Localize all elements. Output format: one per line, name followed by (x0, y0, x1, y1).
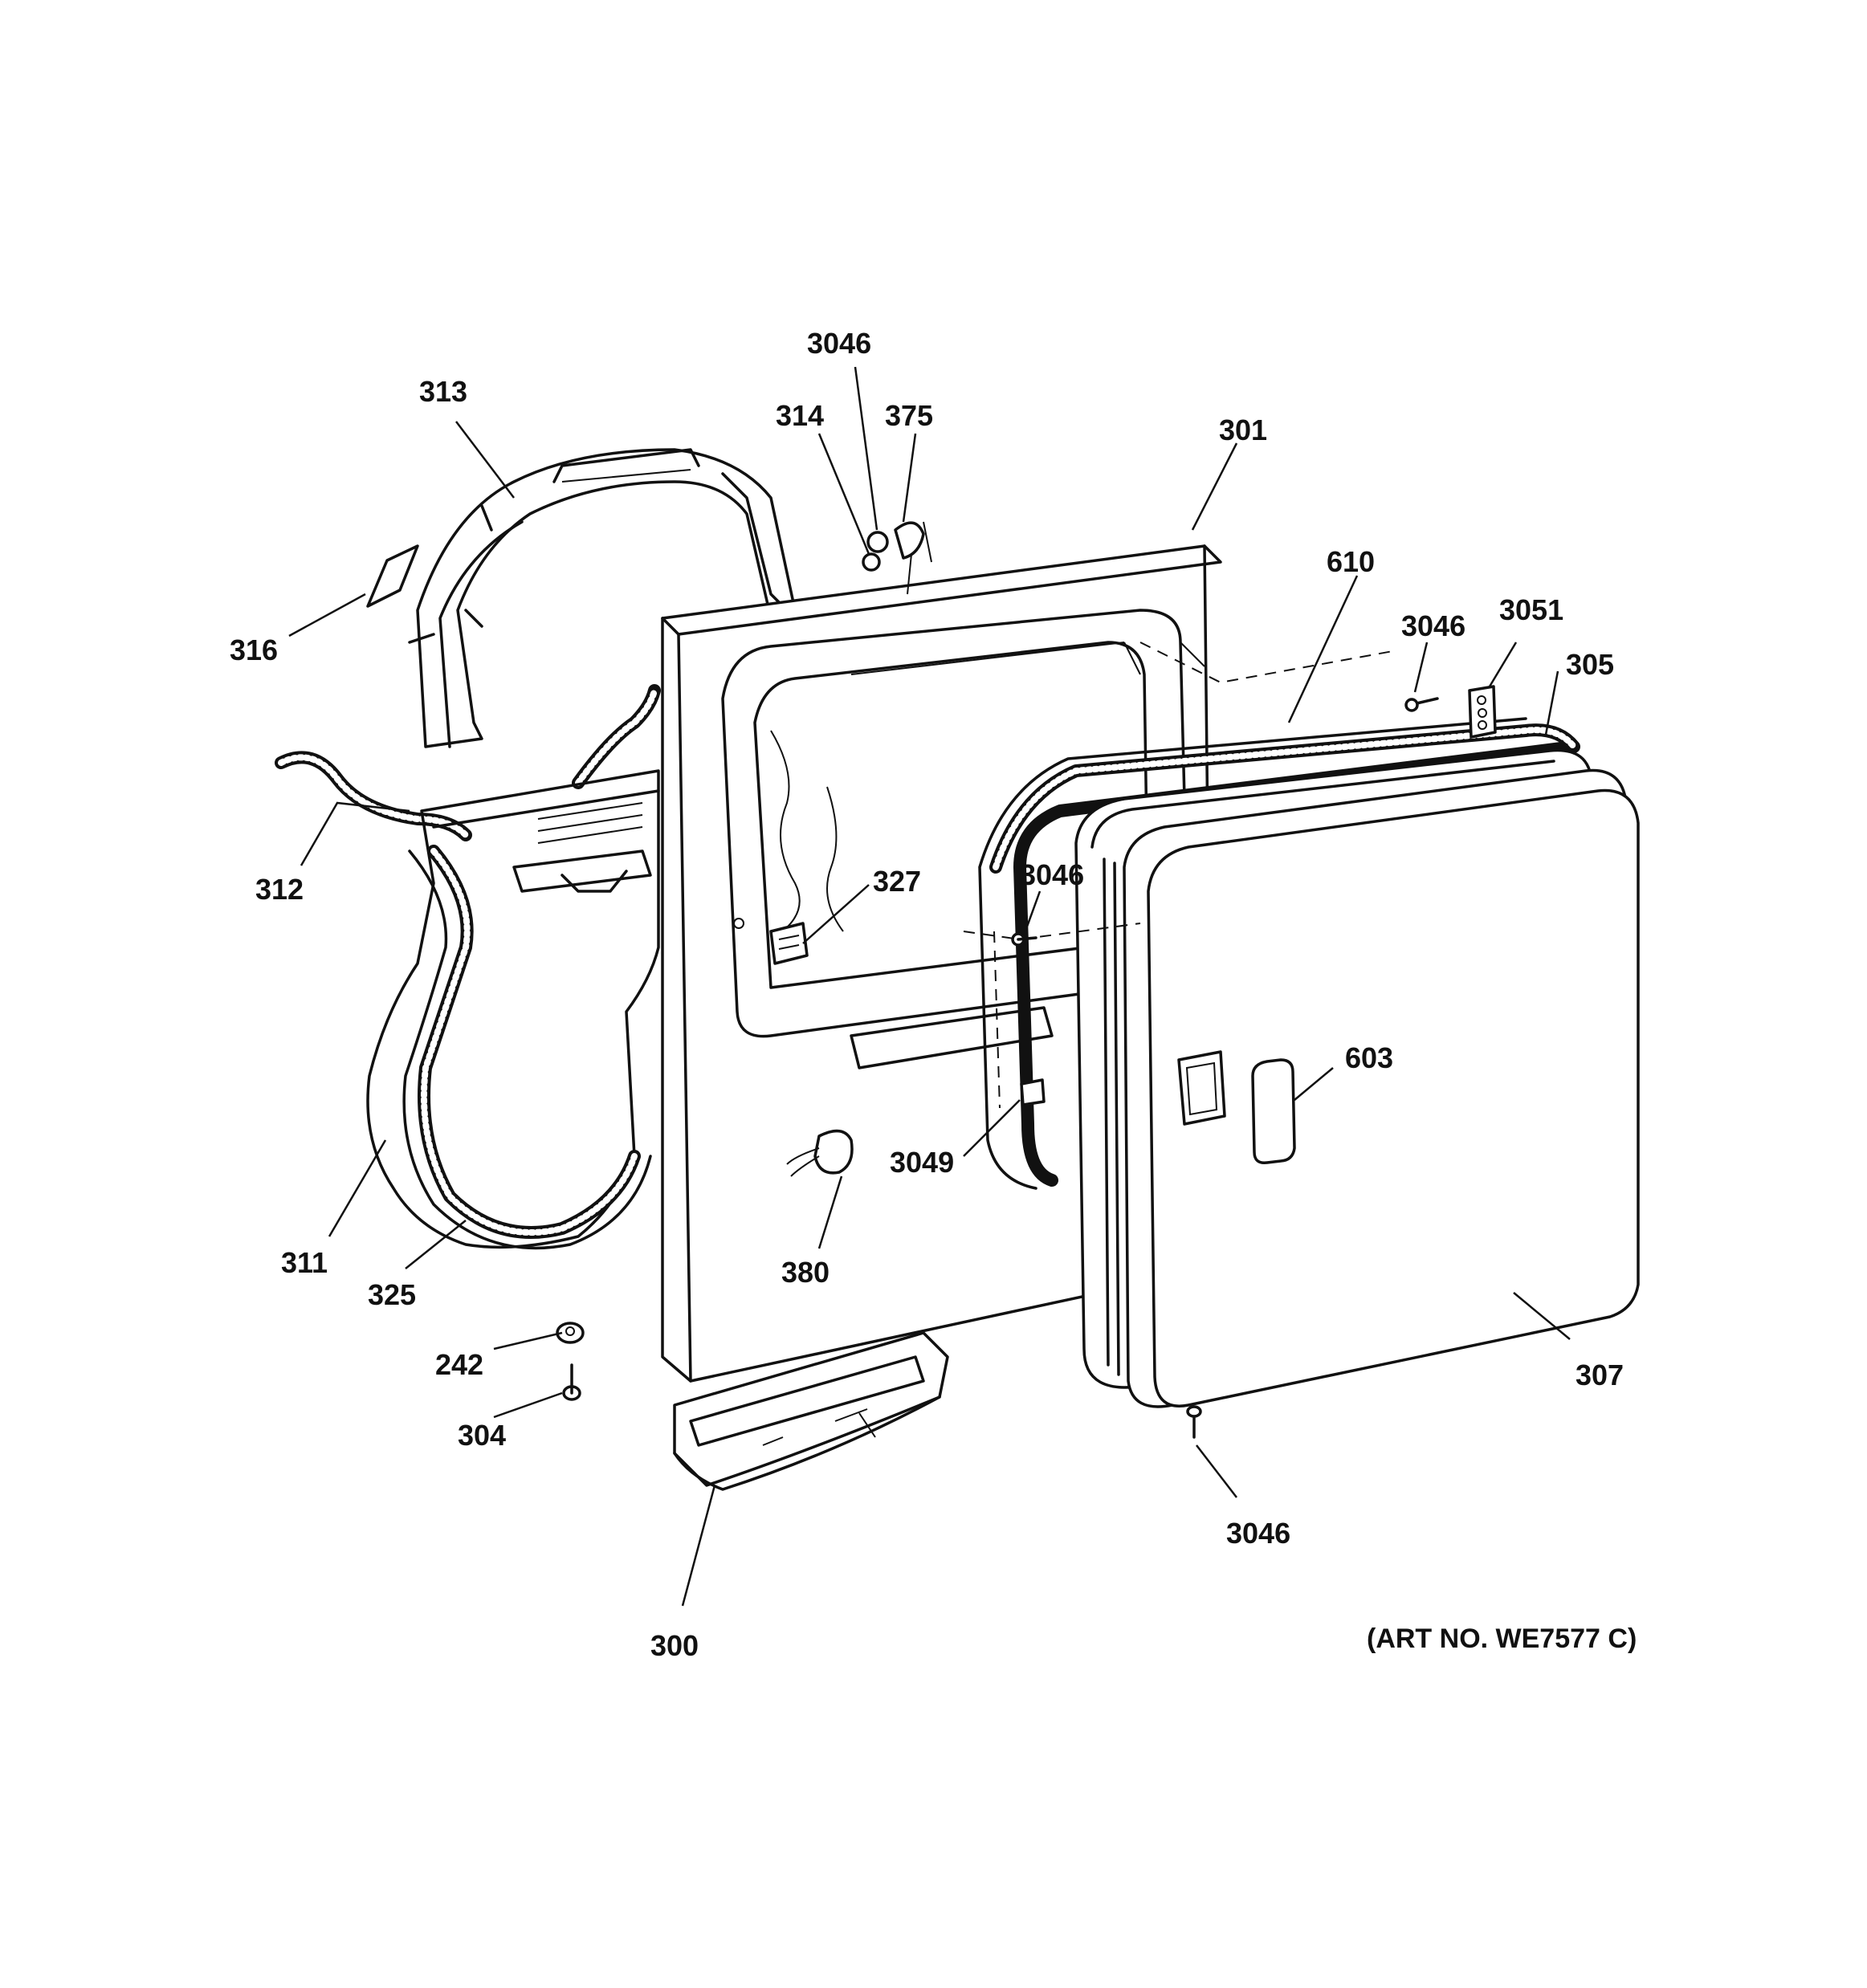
door-assembly-305-307 (1074, 748, 1640, 1408)
hinge-3051 (1468, 685, 1497, 739)
label-307: 307 (1576, 1359, 1624, 1391)
pad-316 (366, 544, 419, 608)
label-313: 313 (419, 375, 467, 408)
duct-housing-311 (366, 769, 660, 1249)
label-3051: 3051 (1499, 593, 1563, 626)
handle-603 (1251, 1058, 1296, 1164)
screw-304 (562, 1363, 581, 1401)
label-327: 327 (873, 865, 921, 898)
label-610: 610 (1327, 545, 1375, 578)
label-316: 316 (230, 633, 278, 666)
label-3046-bottom: 3046 (1226, 1517, 1290, 1550)
label-314: 314 (776, 399, 824, 432)
leader-lines (288, 366, 1571, 1607)
label-301: 301 (1219, 413, 1267, 446)
label-242: 242 (435, 1348, 483, 1381)
duct-seal-325 (402, 845, 652, 1250)
label-312: 312 (255, 873, 304, 906)
seal-312 (275, 684, 661, 841)
label-3046-right: 3046 (1401, 609, 1465, 642)
part-labels: 3046 313 314 375 301 610 3046 3051 305 3… (230, 327, 1637, 1662)
label-380: 380 (781, 1256, 830, 1289)
screw-3046-bottom (1186, 1405, 1202, 1439)
control-panel-300 (673, 1331, 949, 1491)
label-304: 304 (458, 1419, 506, 1452)
label-603: 603 (1345, 1041, 1393, 1074)
switch-380 (786, 1129, 854, 1177)
art-number: (ART NO. WE7577 C) (1367, 1623, 1637, 1654)
label-3046-top: 3046 (807, 327, 871, 360)
label-3049: 3049 (890, 1146, 954, 1179)
latch-3049 (1020, 1078, 1046, 1106)
label-300: 300 (650, 1629, 699, 1662)
hinge-hardware-314-375 (862, 521, 932, 595)
label-305: 305 (1566, 648, 1614, 681)
label-375: 375 (885, 399, 933, 432)
label-311: 311 (281, 1246, 328, 1279)
assembly-lines (963, 642, 1398, 1109)
screw-3046-right (1404, 697, 1439, 712)
door-gasket-610 (978, 717, 1580, 1190)
label-3046-mid: 3046 (1020, 858, 1084, 891)
nut-242 (556, 1322, 585, 1344)
label-325: 325 (368, 1278, 416, 1311)
door-strike-327 (769, 922, 809, 965)
